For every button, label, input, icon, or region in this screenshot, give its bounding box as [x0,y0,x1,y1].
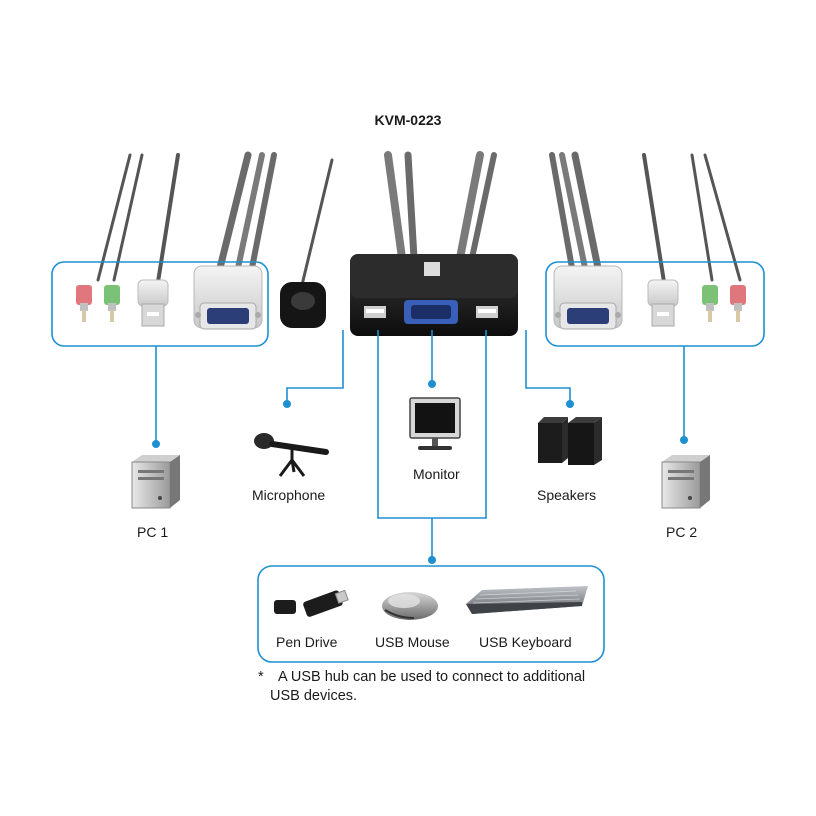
microphone-label: Microphone [252,487,326,503]
usb-devices-box [257,565,605,663]
note-line-2: USB devices. [270,688,358,704]
speakers-icon [538,417,602,465]
pc2-vga-plug-icon [553,265,623,330]
pc2-connectors [553,265,746,330]
kvm-switch-icon [350,254,518,336]
monitor-icon [409,397,461,450]
pc1-usb-plug-icon [137,279,169,327]
pc2-label: PC 2 [666,524,698,540]
pc2-audio-plug-icon [702,285,718,322]
usb-keyboard-label: USB Keyboard [479,634,572,650]
pc2-mic-plug-icon [730,285,746,322]
pc1-vga-plug-icon [193,265,263,330]
pc1-connector-box [51,261,269,347]
microphone-icon [254,433,329,477]
connection-dots [152,380,688,564]
pc2-usb-plug-icon [647,279,679,327]
cables [96,151,742,287]
pc1-tower-icon [131,455,180,509]
pen-drive-icon [274,589,349,617]
note-asterisk: * [258,669,264,685]
note-line-1: A USB hub can be used to connect to addi… [278,669,586,685]
monitor-label: Monitor [413,466,460,482]
pc1-label: PC 1 [137,524,169,540]
usb-keyboard-icon [466,586,588,614]
speakers-label: Speakers [537,487,597,503]
pc2-tower-icon [661,455,710,509]
pc1-mic-plug-icon [76,285,92,322]
pc1-connectors [76,265,263,330]
connection-lines [155,330,685,560]
pen-drive-label: Pen Drive [276,634,338,650]
pc2-connector-box [545,261,765,347]
pc1-audio-plug-icon [104,285,120,322]
usb-mouse-label: USB Mouse [375,634,450,650]
remote-button-icon [280,282,326,328]
usb-mouse-icon [382,592,438,620]
diagram-title: KVM-0223 [374,112,442,128]
